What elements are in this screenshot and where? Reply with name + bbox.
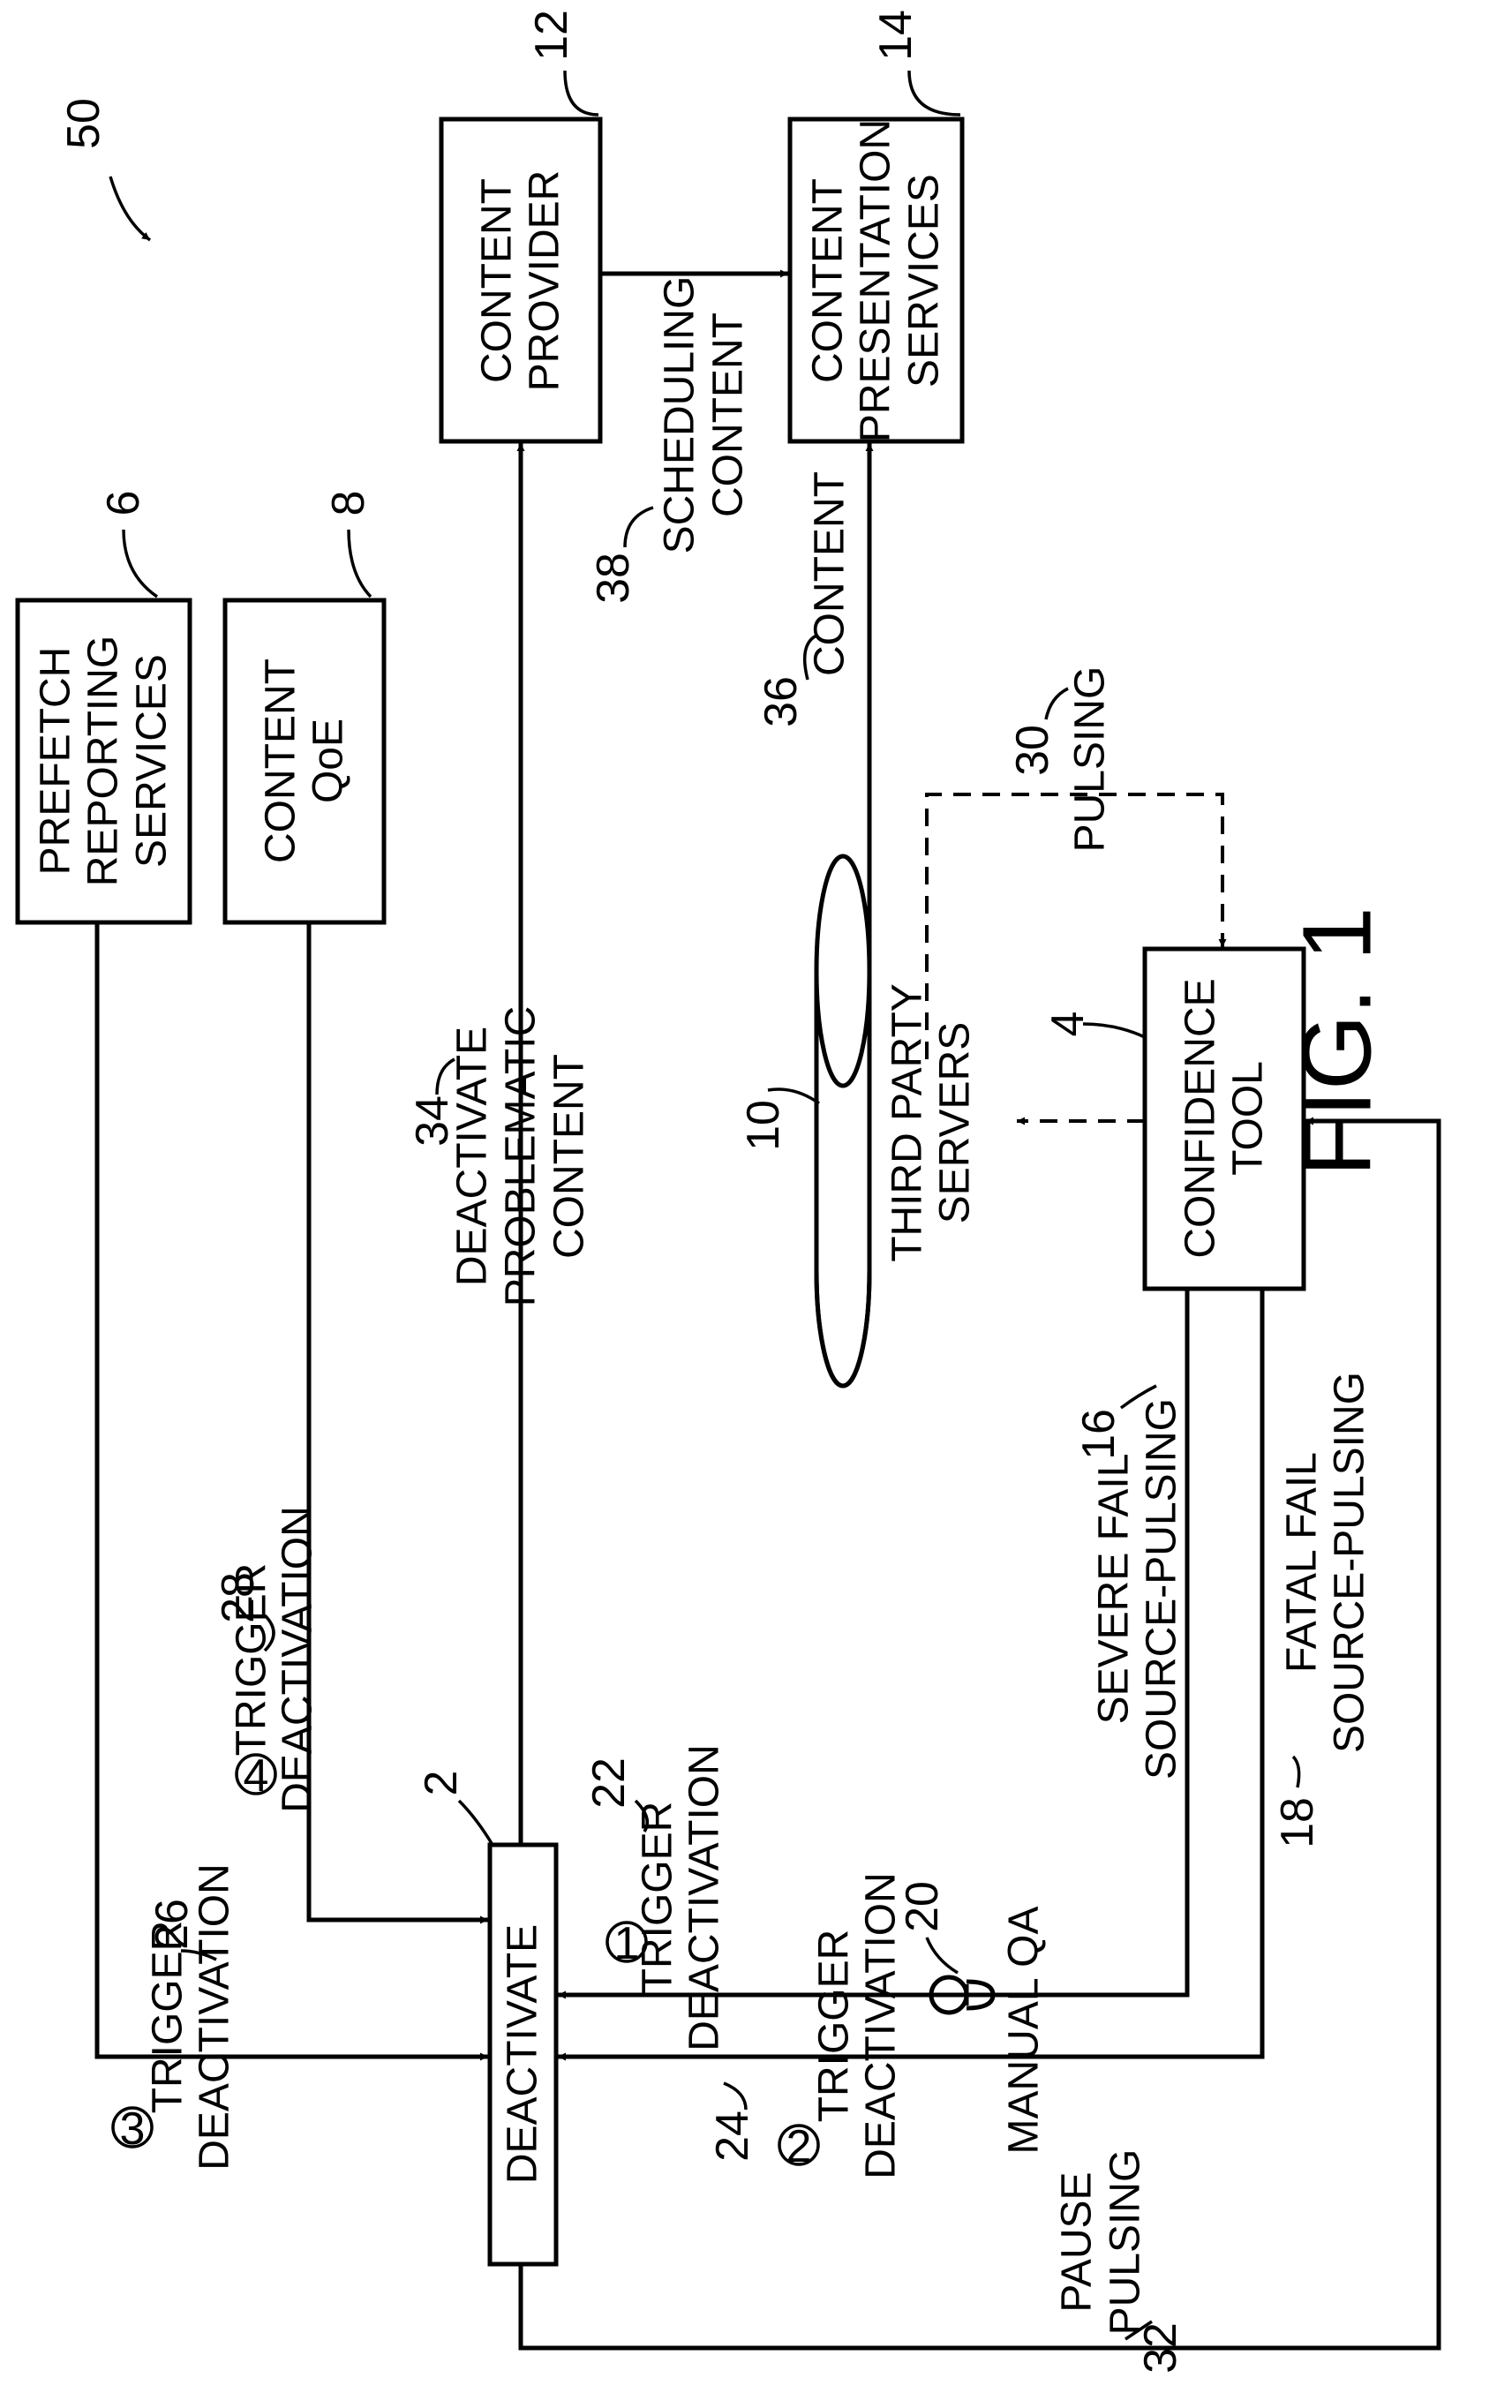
severe-fail-label-line-2: SOURCE-PULSING	[1139, 1398, 1185, 1780]
arrow-pause-pulsing-to-confidence	[521, 1121, 1439, 2348]
ref-16: 16	[1073, 1409, 1125, 1460]
leader-50	[110, 177, 150, 240]
ref-38: 38	[588, 553, 639, 604]
leader-18	[1293, 1757, 1299, 1787]
ref-14: 14	[870, 10, 921, 61]
deactivate-problematic-label-line-1: DEACTIVATE	[449, 1027, 496, 1286]
leader-20	[927, 1938, 958, 1973]
deactivate-label: DEACTIVATE	[500, 1924, 546, 2184]
severe-fail-label-line-1: SEVERE FAIL	[1091, 1454, 1138, 1725]
leader-12	[565, 71, 598, 115]
servers-label-line-2: SERVERS	[932, 1022, 979, 1224]
servers-label-line-1: THIRD PARTY	[884, 983, 931, 1262]
prefetch-label-line-3: SERVICES	[129, 654, 176, 868]
presentation-label-line-2: PRESENTATION	[853, 119, 899, 442]
scheduling-label-line-1: SCHEDULING	[657, 276, 703, 554]
pause-pulsing-label-line-1: PAUSE	[1054, 2171, 1101, 2312]
scheduling-label-line-2: CONTENT	[705, 312, 752, 517]
ref-2: 2	[416, 1771, 467, 1796]
manual-qa-label: MANUAL QA	[1001, 1907, 1048, 2155]
leader-8	[349, 530, 371, 597]
ref-10: 10	[738, 1100, 789, 1151]
pause-pulsing-label-line-2: PULSING	[1102, 2149, 1149, 2336]
ref-26: 26	[147, 1899, 198, 1950]
prefetch-label-line-2: REPORTING	[80, 636, 127, 886]
ref-20: 20	[897, 1881, 948, 1932]
content-flow-label: CONTENT	[807, 471, 854, 676]
pulsing-label: PULSING	[1067, 666, 1114, 853]
trigger4-label-line-2: DEACTIVATION	[275, 1506, 321, 1813]
ref-12: 12	[526, 10, 577, 61]
leader-30	[1046, 689, 1068, 719]
ref-50: 50	[58, 98, 109, 149]
prefetch-label-line-1: PREFETCH	[33, 647, 79, 876]
fatal-fail-label-line-2: SOURCE-PULSING	[1327, 1372, 1373, 1753]
ref-24: 24	[707, 2111, 758, 2162]
confidence-label-line-1: CONFIDENCE	[1177, 978, 1224, 1258]
trigger1-label-line-2: DEACTIVATION	[681, 1744, 728, 2051]
ref-6: 6	[98, 491, 149, 516]
presentation-label-line-1: CONTENT	[805, 178, 852, 383]
provider-label-line-2: PROVIDER	[522, 170, 568, 392]
provider-label-line-1: CONTENT	[474, 178, 521, 383]
trigger1-label-line-1: TRIGGER	[635, 1802, 681, 1995]
deactivate-problematic-label-line-2: PROBLEMATIC	[498, 1006, 545, 1307]
leader-6	[124, 530, 157, 597]
ref-8: 8	[323, 491, 374, 516]
ref-36: 36	[756, 676, 807, 727]
leader-24	[724, 2083, 746, 2110]
presentation-label-line-3: SERVICES	[901, 174, 948, 388]
leader-38	[625, 508, 653, 547]
confidence-label-line-2: TOOL	[1225, 1061, 1272, 1176]
fatal-fail-label-line-1: FATAL FAIL	[1279, 1452, 1326, 1673]
ref-32: 32	[1135, 2322, 1186, 2374]
ref-18: 18	[1272, 1797, 1323, 1848]
cylinder-third-party-servers	[816, 856, 869, 1386]
figure-title: FIG. 1	[1283, 907, 1392, 1177]
qoe-label-line-2: QoE	[305, 719, 352, 803]
leader-14	[909, 71, 960, 115]
trigger3-label-line-2: DEACTIVATION	[192, 1863, 238, 2171]
ref-30: 30	[1007, 725, 1058, 776]
arrow-prefetch-to-deactivate	[97, 922, 488, 2057]
ref-22: 22	[583, 1757, 635, 1809]
leader-2	[459, 1801, 493, 1845]
ref-34: 34	[407, 1095, 458, 1147]
trigger2-label-line-1: TRIGGER	[811, 1930, 858, 2123]
ref-28: 28	[213, 1572, 264, 1623]
ref-4: 4	[1042, 1012, 1094, 1037]
qoe-label-line-1: CONTENT	[258, 658, 305, 863]
deactivate-problematic-label-line-3: CONTENT	[546, 1054, 593, 1259]
